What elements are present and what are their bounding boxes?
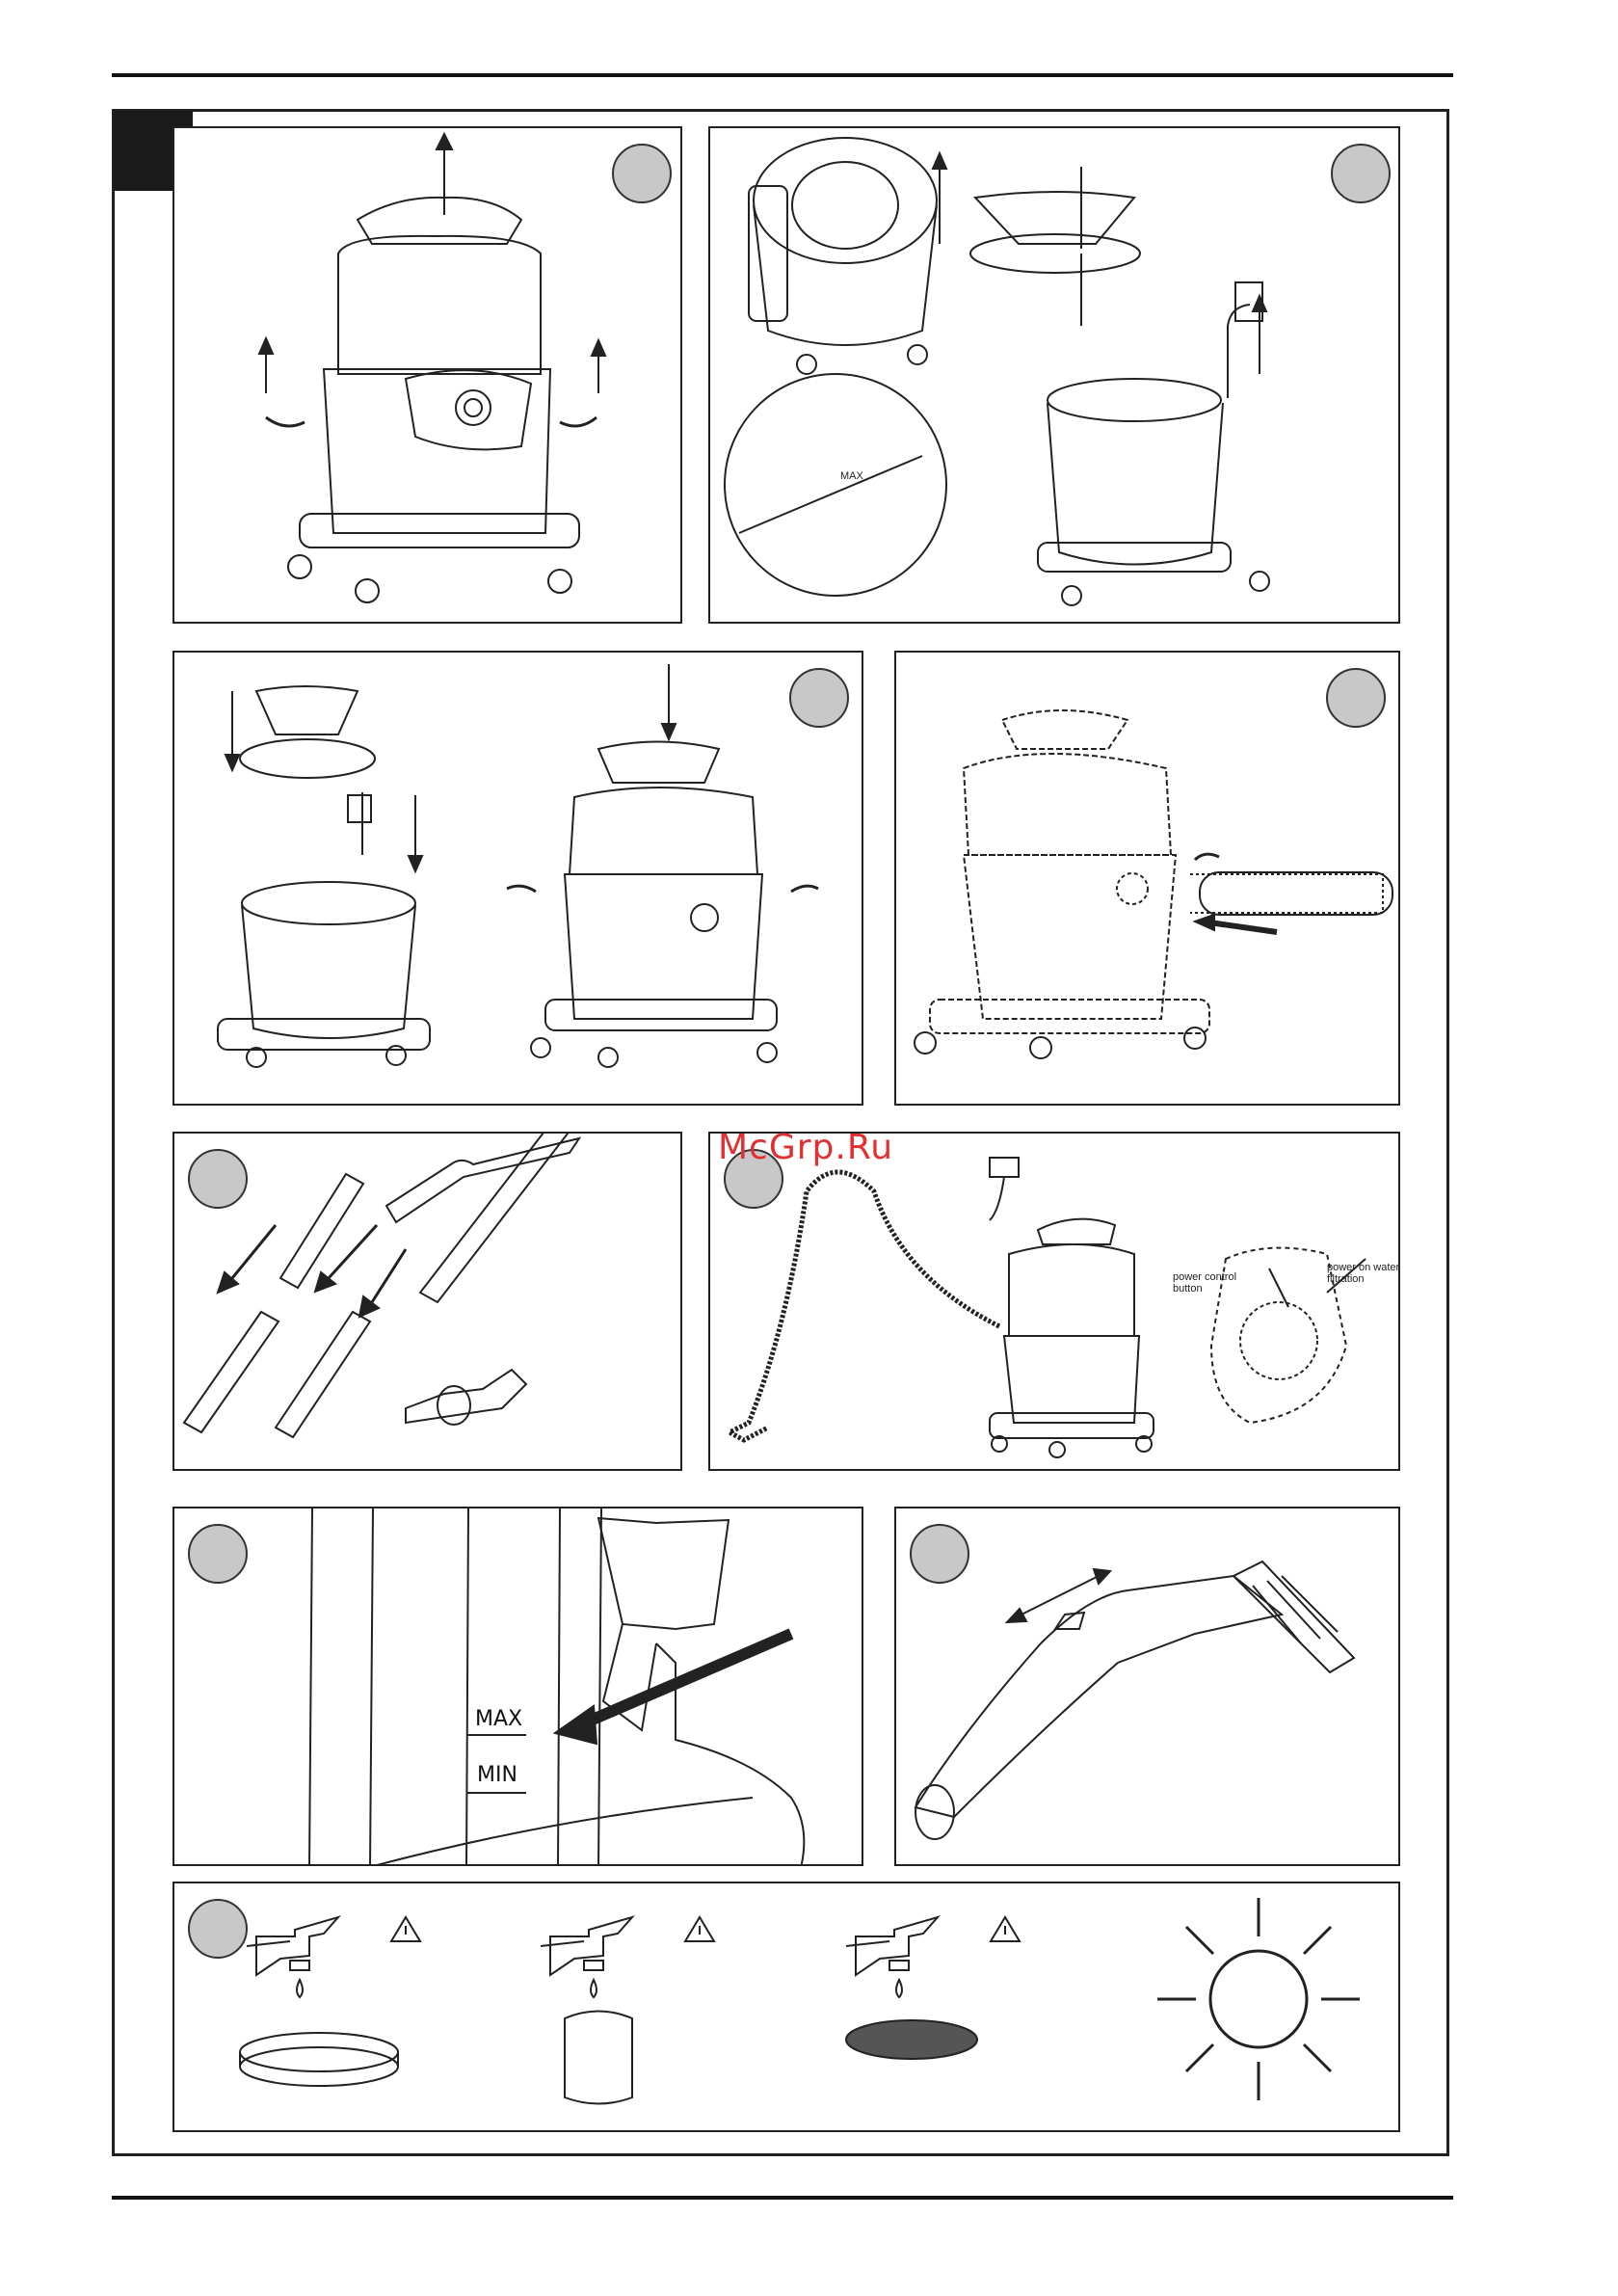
panel-2-remove-filter: MAX: [708, 126, 1400, 624]
panel-9-filter-washing: [172, 1882, 1400, 2132]
power-control-label: power control button: [1173, 1271, 1238, 1295]
filter-removal-illustration: [710, 128, 1400, 624]
panel-4-attach-hose: [894, 651, 1400, 1106]
tube-assembly-illustration: [174, 1134, 682, 1471]
vacuum-in-use-illustration: [710, 1134, 1400, 1471]
handle-illustration: [896, 1508, 1400, 1866]
panel-6-in-use: power control button power on water filt…: [708, 1132, 1400, 1471]
panel-3-reassemble: [172, 651, 863, 1106]
min-level-label: MIN: [477, 1763, 517, 1787]
filter-washing-illustration: [174, 1883, 1400, 2132]
water-filtration-label: power on water filtration: [1327, 1262, 1400, 1285]
hose-attach-illustration: [896, 653, 1400, 1106]
water-level-illustration: [174, 1508, 863, 1866]
panel-8-handle: [894, 1507, 1400, 1866]
top-rule: [112, 73, 1453, 77]
faucet-icon: [247, 1917, 420, 1997]
panel-1-open-lid: [172, 126, 682, 624]
watermark: McGrp.Ru: [718, 1128, 893, 1167]
bottom-rule: [112, 2196, 1453, 2200]
panel-5-tube-assembly: [172, 1132, 682, 1471]
panel-7-water-level: MAX MIN: [172, 1507, 863, 1866]
reassembly-illustration: [174, 653, 863, 1106]
vacuum-lid-illustration: [174, 128, 682, 624]
max-mark-label: MAX: [840, 470, 863, 482]
max-level-label: MAX: [475, 1707, 522, 1731]
